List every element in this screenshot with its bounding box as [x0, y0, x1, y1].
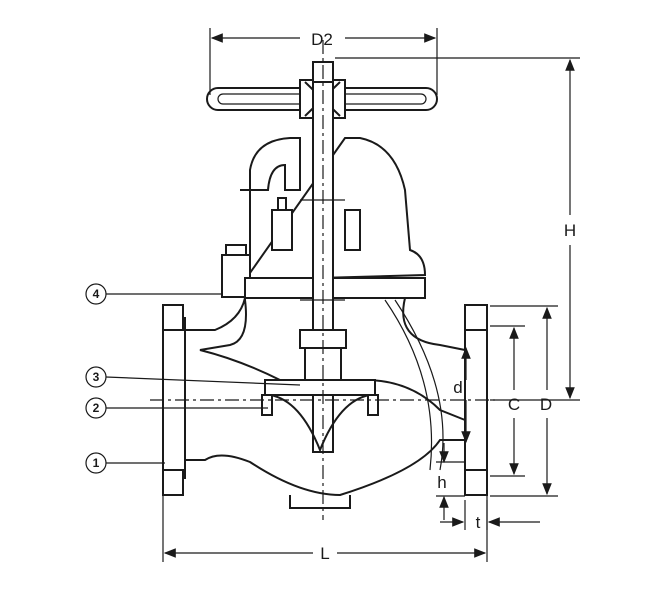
part-callout-3: 3 — [85, 366, 301, 388]
left-flange — [162, 304, 186, 496]
svg-text:3: 3 — [93, 370, 100, 384]
label-bore: d — [453, 378, 462, 397]
dimension-d2: D2 — [210, 28, 437, 95]
svg-text:4: 4 — [93, 287, 100, 301]
label-c: C — [508, 395, 520, 414]
label-d2: D2 — [311, 30, 333, 49]
label-l: L — [320, 544, 329, 563]
dimension-h: H — [335, 58, 580, 400]
dimension-h-small: h — [436, 443, 465, 520]
label-t: t — [476, 513, 481, 532]
label-d: D — [540, 395, 552, 414]
valve-body — [185, 297, 466, 509]
dimension-c: C — [490, 326, 525, 476]
svg-text:1: 1 — [93, 456, 100, 470]
part-callout-4: 4 — [85, 283, 222, 305]
dimension-l: L — [163, 495, 487, 563]
label-h: H — [564, 221, 576, 240]
dimension-bore: d — [453, 348, 466, 442]
label-h-small: h — [437, 473, 446, 492]
part-callout-1: 1 — [85, 452, 165, 474]
dimension-d: D — [490, 306, 558, 496]
svg-text:2: 2 — [93, 401, 100, 415]
dimension-t: t — [440, 500, 540, 532]
part-callout-2: 2 — [85, 397, 268, 419]
